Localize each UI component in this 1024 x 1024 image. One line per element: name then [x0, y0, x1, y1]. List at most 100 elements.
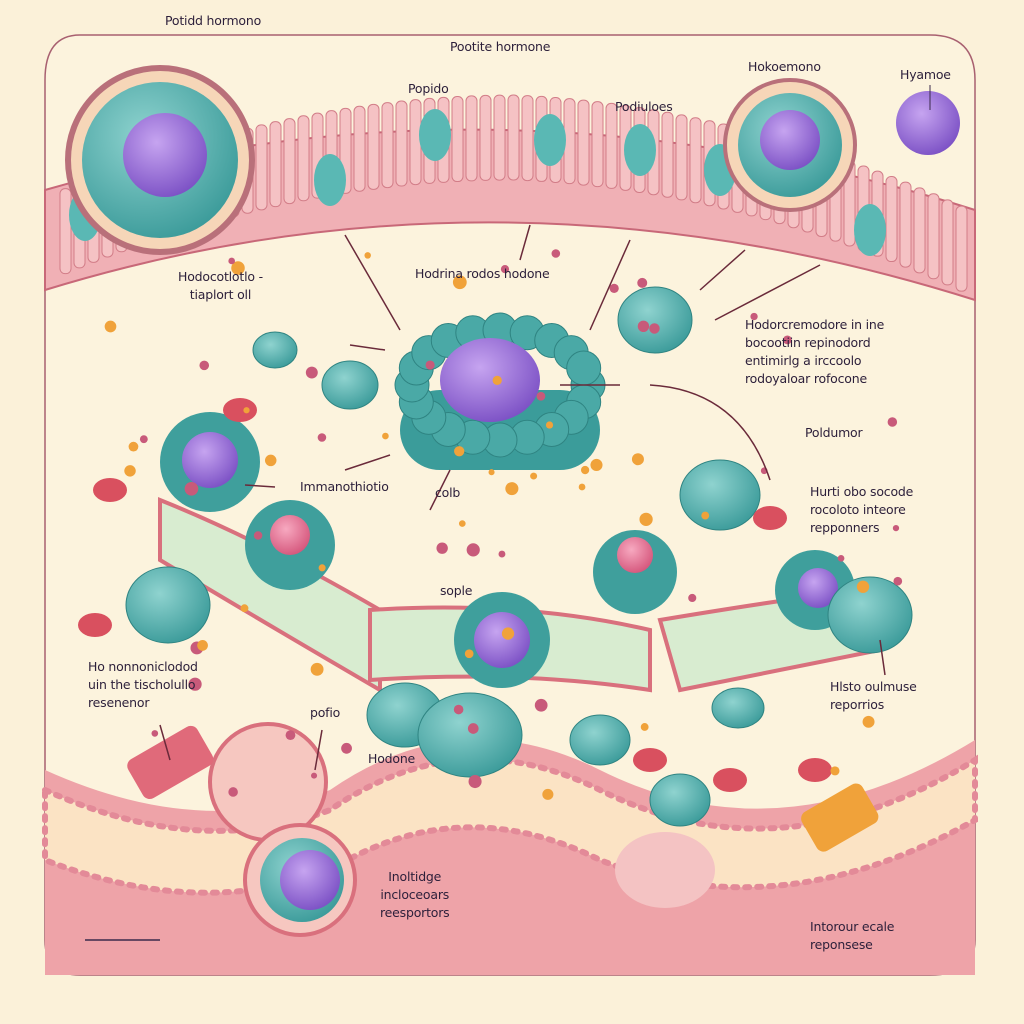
arrow	[589, 239, 631, 331]
hormone-particle	[124, 465, 136, 477]
hormone-particle	[783, 335, 792, 345]
membrane-column	[675, 114, 688, 201]
hormone-particle	[505, 482, 519, 496]
label-colb: colb	[435, 485, 461, 500]
membrane-column	[591, 101, 604, 188]
teal-cell	[252, 331, 298, 369]
hormone-particle	[197, 640, 208, 651]
membrane-protein	[854, 204, 886, 256]
hormone-particle	[498, 550, 506, 558]
label-hyamoe: Hyamoe	[900, 67, 951, 82]
hormone-particle	[104, 320, 117, 333]
hormone-particle	[862, 715, 875, 728]
membrane-column	[269, 121, 282, 208]
hormone-particle	[701, 511, 710, 520]
hormone-particle	[492, 375, 502, 385]
membrane-protein	[624, 124, 656, 176]
red-blood-cell	[223, 398, 257, 422]
hormone-particle	[590, 458, 603, 472]
hormone-particle	[837, 554, 845, 562]
signal-arrows	[159, 224, 886, 771]
hormone-particle	[305, 366, 318, 379]
hormone-particle	[128, 441, 139, 452]
hormone-particle	[640, 723, 649, 731]
label-sople: sople	[440, 583, 473, 598]
top-left-nucleus	[123, 113, 207, 197]
membrane-column	[507, 94, 520, 181]
hormone-particle	[364, 252, 371, 259]
membrane-column	[941, 199, 954, 286]
membrane-protein	[314, 154, 346, 206]
teal-cell	[569, 714, 631, 766]
membrane-column	[605, 102, 618, 189]
membrane-column	[353, 105, 366, 192]
arrow	[344, 234, 401, 331]
membrane-protein	[419, 109, 451, 161]
hormone-particle	[452, 275, 467, 290]
teal-cell	[827, 576, 913, 654]
hormone-particle	[311, 772, 318, 779]
hormone-particle	[228, 787, 238, 797]
label-top-left-title: Potidd hormono	[165, 13, 262, 28]
left-complex-nucleus	[182, 432, 238, 488]
pink-vesicle	[270, 515, 310, 555]
arrow	[159, 724, 171, 761]
arrow	[344, 454, 391, 471]
membrane-column	[451, 96, 464, 183]
hormone-particle	[609, 283, 619, 293]
red-blood-cell	[798, 758, 832, 782]
hormone-particle	[243, 407, 250, 414]
membrane-column	[913, 187, 926, 274]
hormone-particle	[184, 481, 199, 496]
arrow	[314, 729, 323, 771]
hormone-particle	[382, 432, 389, 440]
central-nucleus	[440, 338, 540, 422]
label-hokoemono: Hokoemono	[748, 59, 821, 74]
hormone-particle	[151, 730, 159, 737]
bottom-right-receptor	[801, 783, 879, 852]
red-blood-cell	[633, 748, 667, 772]
bottom-cell-nucleus	[280, 850, 340, 910]
teal-cell	[679, 459, 761, 531]
red-blood-cell	[753, 506, 787, 530]
label-podiuloes: Podiuloes	[615, 99, 673, 114]
membrane-column	[899, 181, 912, 268]
hormone-particle	[578, 483, 586, 491]
hormone-particle	[488, 469, 495, 476]
hormone-particle	[285, 730, 296, 740]
hormone-particle	[551, 249, 561, 258]
hormone-particle	[649, 323, 660, 334]
membrane-column	[927, 193, 940, 280]
arrow	[519, 224, 531, 261]
hormone-particle	[425, 360, 435, 370]
hormone-particle	[253, 531, 263, 540]
hormone-particle	[341, 742, 352, 754]
hormone-particle	[856, 580, 870, 593]
hormone-particle	[458, 520, 466, 527]
hormone-particle	[500, 265, 510, 274]
hormone-particle	[542, 788, 554, 800]
bottom-left-receptor	[127, 725, 214, 799]
membrane-column	[381, 102, 394, 189]
center-bottom-nucleus	[474, 612, 530, 668]
membrane-column	[521, 95, 534, 182]
teal-cell	[649, 773, 711, 827]
bottom-cell	[208, 722, 328, 842]
hormone-particle	[536, 391, 546, 401]
hormone-particle	[639, 512, 653, 526]
membrane-column	[955, 205, 968, 292]
left-mid-membrane	[158, 497, 382, 694]
hormone-particles	[104, 249, 903, 800]
hormone-particle	[139, 435, 148, 444]
hormone-particle	[501, 627, 515, 640]
membrane-column	[59, 188, 72, 275]
hormone-particle	[580, 465, 590, 475]
membrane-column	[479, 94, 492, 181]
membrane-column	[297, 115, 310, 202]
hormone-particle	[530, 472, 538, 480]
label-center-top: Hodrina rodos hodone	[415, 266, 550, 281]
